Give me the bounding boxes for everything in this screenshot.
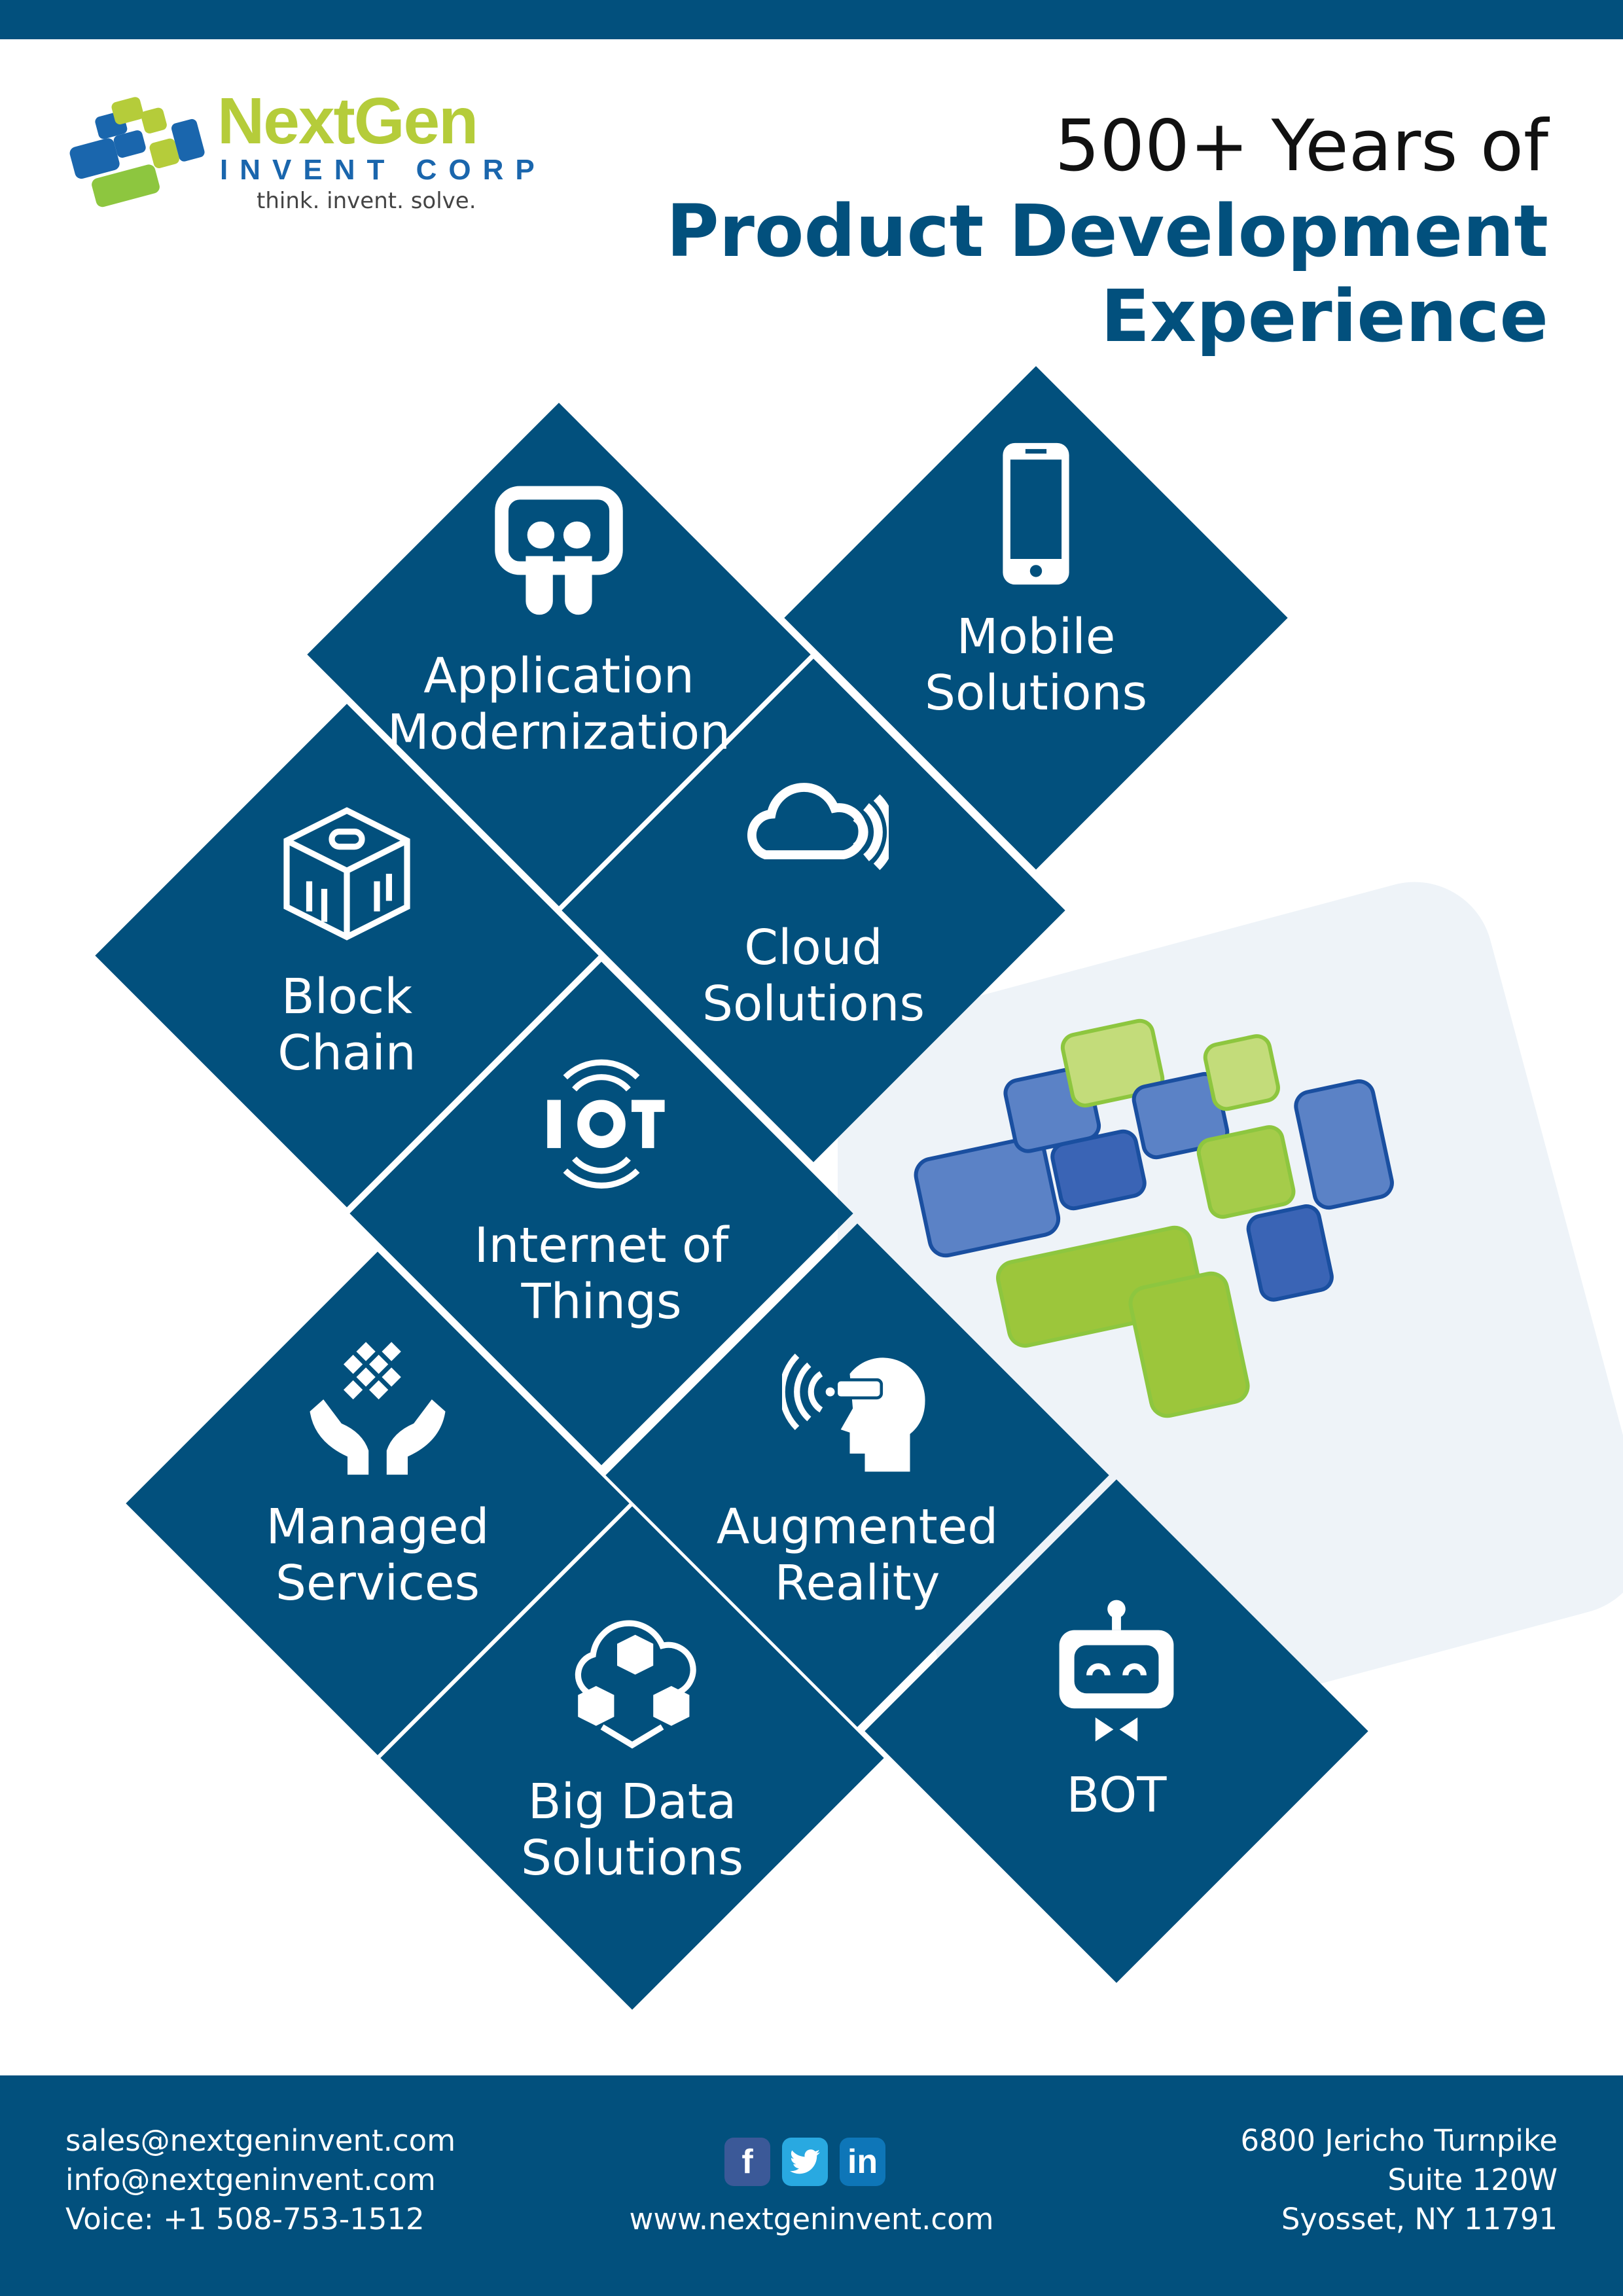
heading-line-3: Experience (1100, 274, 1548, 358)
service-label: Augmented (716, 1499, 999, 1555)
sales-email-link[interactable]: sales@nextgeninvent.com (65, 2123, 456, 2158)
service-label: Solutions (702, 976, 925, 1032)
service-label: Chain (277, 1025, 416, 1081)
hands-icon (310, 1342, 446, 1475)
info-email-link[interactable]: info@nextgeninvent.com (65, 2162, 436, 2197)
address-line-3: Syosset, NY 11791 (1281, 2202, 1558, 2236)
service-label: Block (281, 969, 413, 1025)
service-label: Managed (266, 1499, 490, 1555)
iot-icon (547, 1059, 665, 1189)
page-heading: 500+ Years of Product Development Experi… (666, 105, 1548, 359)
logo-brand-text: NextGen (217, 84, 478, 158)
blockchain-cube-icon (283, 807, 410, 941)
service-label: Mobile (956, 609, 1116, 665)
logo-tagline: think. invent. solve. (257, 188, 476, 214)
address-line-2: Suite 120W (1387, 2162, 1558, 2197)
service-label: Application (423, 648, 694, 704)
service-label: Things (521, 1274, 682, 1330)
ar-head-icon (782, 1354, 925, 1472)
footer: sales@nextgeninvent.com info@nextgeninve… (0, 2075, 1623, 2296)
linkedin-icon[interactable]: in (840, 2138, 885, 2186)
service-bot: BOT (933, 1597, 1300, 1823)
facebook-icon[interactable]: f (724, 2138, 770, 2186)
service-label: BOT (1066, 1767, 1167, 1823)
social-links: f in (724, 2138, 885, 2186)
website-link[interactable]: www.nextgeninvent.com (629, 2202, 994, 2236)
company-logo: NextGen INVENT CORP think. invent. solve… (65, 88, 535, 219)
footer-address: 6800 Jericho Turnpike Suite 120W Syosset… (1241, 2121, 1558, 2239)
footer-contact: sales@nextgeninvent.com info@nextgeninve… (65, 2121, 455, 2239)
logo-mark-icon (69, 97, 205, 207)
service-label: Solutions (520, 1830, 743, 1886)
address-line-1: 6800 Jericho Turnpike (1240, 2123, 1558, 2158)
app-modernization-icon (495, 486, 623, 615)
service-label: Modernization (387, 704, 731, 761)
service-label: Solutions (924, 665, 1147, 721)
service-label: Cloud (744, 920, 883, 976)
service-label: Reality (774, 1555, 940, 1611)
heading-line-1: 500+ Years of (1054, 105, 1548, 187)
mobile-phone-icon (1003, 442, 1069, 585)
voice-phone: Voice: +1 508-753-1512 (65, 2202, 425, 2236)
service-label: Internet of (474, 1217, 729, 1274)
service-label: Big Data (527, 1774, 737, 1830)
service-label: Services (275, 1555, 480, 1611)
big-data-icon (575, 1620, 696, 1749)
logo-corp-text: INVENT CORP (220, 154, 546, 186)
robot-icon (1059, 1600, 1174, 1742)
heading-line-2: Product Development (666, 189, 1548, 273)
twitter-icon[interactable] (782, 2138, 828, 2186)
cloud-icon (747, 783, 889, 870)
top-bar (0, 0, 1623, 39)
